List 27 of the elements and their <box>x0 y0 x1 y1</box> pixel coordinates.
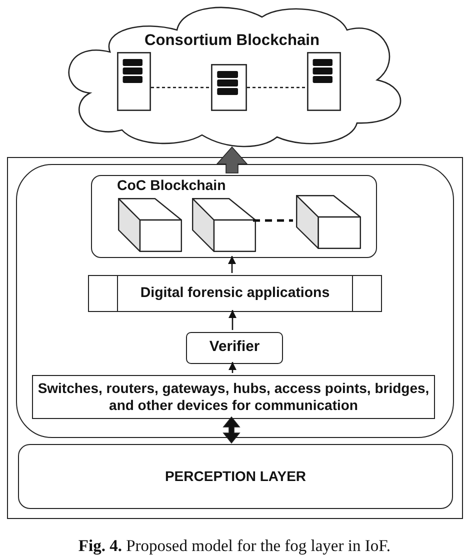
outer-frame <box>7 157 463 519</box>
device-list-text: Switches, routers, gateways, hubs, access points, bridges, and other devices for communication <box>36 380 430 414</box>
verifier-box <box>186 332 283 364</box>
dashed-line <box>151 86 211 88</box>
arrow <box>228 256 236 273</box>
dashed-line <box>253 219 293 222</box>
cloud-title: Consortium Blockchain <box>144 32 320 51</box>
server-icon <box>117 52 151 111</box>
arrow <box>228 310 236 330</box>
fog-layer-panel <box>16 164 454 438</box>
panel-title: CoC Blockchain <box>117 178 226 196</box>
server-icon <box>211 64 247 111</box>
cube-icon <box>296 195 361 249</box>
figure-caption: Fig. 4. Proposed model for the fog layer in IoF. <box>78 536 391 555</box>
cube-icon <box>118 198 182 252</box>
dashed-line <box>247 86 307 88</box>
double-arrow <box>222 416 240 444</box>
blockchain-panel <box>91 175 377 258</box>
server-icon <box>307 52 341 111</box>
process-box <box>88 275 382 312</box>
perception-layer-box <box>18 444 453 509</box>
verifier-label: Verifier <box>209 339 260 357</box>
arrow <box>228 362 236 373</box>
layer-title: PERCEPTION LAYER <box>164 468 306 485</box>
block-arrow <box>216 146 248 174</box>
cube-icon <box>192 198 256 252</box>
process-label: Digital forensic applications <box>140 284 330 302</box>
